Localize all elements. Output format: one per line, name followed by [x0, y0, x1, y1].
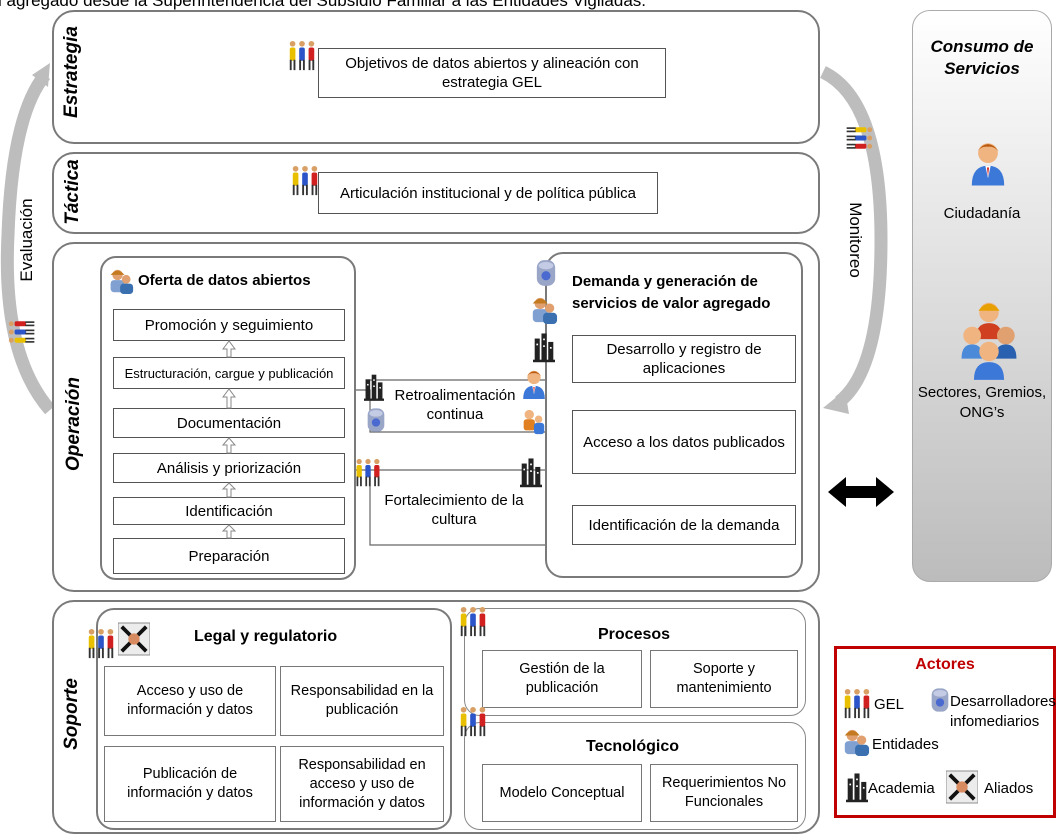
oferta-title: Oferta de datos abiertos — [138, 272, 311, 289]
actores-legend — [834, 646, 1056, 818]
aliados-icon — [946, 770, 978, 804]
sectores-label: Sectores, Gremios, ONG’s — [917, 384, 1047, 421]
oferta-step: Preparación — [113, 538, 345, 574]
monitoreo-label: Monitoreo — [846, 202, 865, 278]
demanda-step: Acceso a los datos publicados — [572, 410, 796, 474]
oferta-step: Documentación — [113, 408, 345, 438]
legal-cell: Publicación de información y datos — [104, 746, 276, 822]
demanda-step: Identificación de la demanda — [572, 505, 796, 545]
tactica-panel — [52, 152, 820, 234]
entidades-icon — [842, 728, 870, 756]
actor-aliados-label: Aliados — [984, 780, 1034, 797]
demanda-title: Demanda y generación de servicios de val… — [572, 273, 771, 312]
oferta-step: Estructuración, cargue y publicación — [113, 357, 345, 389]
actores-title: Actores — [915, 656, 975, 673]
gel-icon — [458, 606, 488, 638]
actor-gel-label: GEL — [874, 696, 905, 713]
desarrolladores-icon — [930, 686, 950, 714]
ciudadania-label: Ciudadanía — [943, 205, 1021, 222]
actor-academia-label: Academia — [868, 780, 935, 797]
tecnologico-title: Tecnológico — [586, 738, 680, 755]
tactica-box: Articulación institucional y de política… — [318, 172, 658, 214]
person-icon — [970, 140, 1006, 186]
consumo-title: Consumo de Servicios — [930, 37, 1034, 78]
procesos-panel — [464, 608, 806, 716]
oferta-step: Análisis y priorización — [113, 453, 345, 483]
legal-cell: Responsabilidad en la publicación — [280, 666, 444, 736]
legal-title: Legal y regulatorio — [194, 628, 338, 645]
desarrolladores-icon — [366, 406, 386, 434]
gel-icon — [86, 628, 116, 660]
estrategia-label: Estrategia — [61, 26, 82, 118]
soporte-label: Soporte — [61, 678, 82, 750]
oferta-step: Promoción y seguimiento — [113, 309, 345, 341]
gel-icon — [8, 318, 36, 346]
group-icon — [958, 300, 1020, 380]
tecnologico-panel — [464, 722, 806, 830]
estrategia-box: Objetivos de datos abiertos y alineación… — [318, 48, 666, 98]
legal-cell: Acceso y uso de información y datos — [104, 666, 276, 736]
gel-icon — [842, 688, 872, 720]
gel-icon — [354, 458, 382, 488]
retro-box: Retroalimentación continua — [394, 387, 516, 423]
tecnologico-cell: Requerimientos No Funcionales — [650, 764, 798, 822]
tactica-label: Táctica — [62, 159, 83, 225]
gel-icon — [458, 706, 488, 738]
procesos-title: Procesos — [598, 626, 671, 643]
monitoring-arc — [819, 66, 888, 414]
evaluacion-label: Evaluación — [17, 198, 36, 282]
entidades-icon — [108, 268, 134, 294]
demanda-step: Desarrollo y registro de aplicaciones — [572, 335, 796, 383]
actor-entidades-label: Entidades — [872, 736, 939, 753]
gel-icon — [845, 125, 873, 151]
academia-icon — [364, 372, 384, 402]
operacion-label: Operación — [63, 377, 84, 471]
tecnologico-cell: Modelo Conceptual — [482, 764, 642, 822]
aliados-icon — [520, 408, 546, 436]
entidades-icon — [522, 368, 546, 400]
aliados-icon — [118, 622, 150, 656]
consumo-panel — [912, 10, 1052, 582]
procesos-cell: Soporte y mantenimiento — [650, 650, 798, 708]
academia-icon — [846, 770, 868, 804]
evaluation-arc — [0, 63, 55, 415]
procesos-cell: Gestión de la publicación — [482, 650, 642, 708]
gel-icon — [290, 165, 320, 197]
gel-icon — [287, 40, 317, 72]
academia-icon — [520, 455, 542, 489]
actor-desarrolladores-label: Desarrolladores infomediarios — [950, 693, 1056, 730]
top-caption: l agregado desde la Superintendencia del… — [0, 0, 646, 10]
legal-cell: Responsabilidad en acceso y uso de infor… — [280, 746, 444, 822]
entidades-icon — [530, 294, 558, 326]
oferta-step: Identificación — [113, 497, 345, 525]
desarrolladores-icon — [535, 258, 557, 288]
academia-icon — [533, 330, 555, 364]
fortalecimiento-box: Fortalecimiento de la cultura — [384, 492, 524, 528]
